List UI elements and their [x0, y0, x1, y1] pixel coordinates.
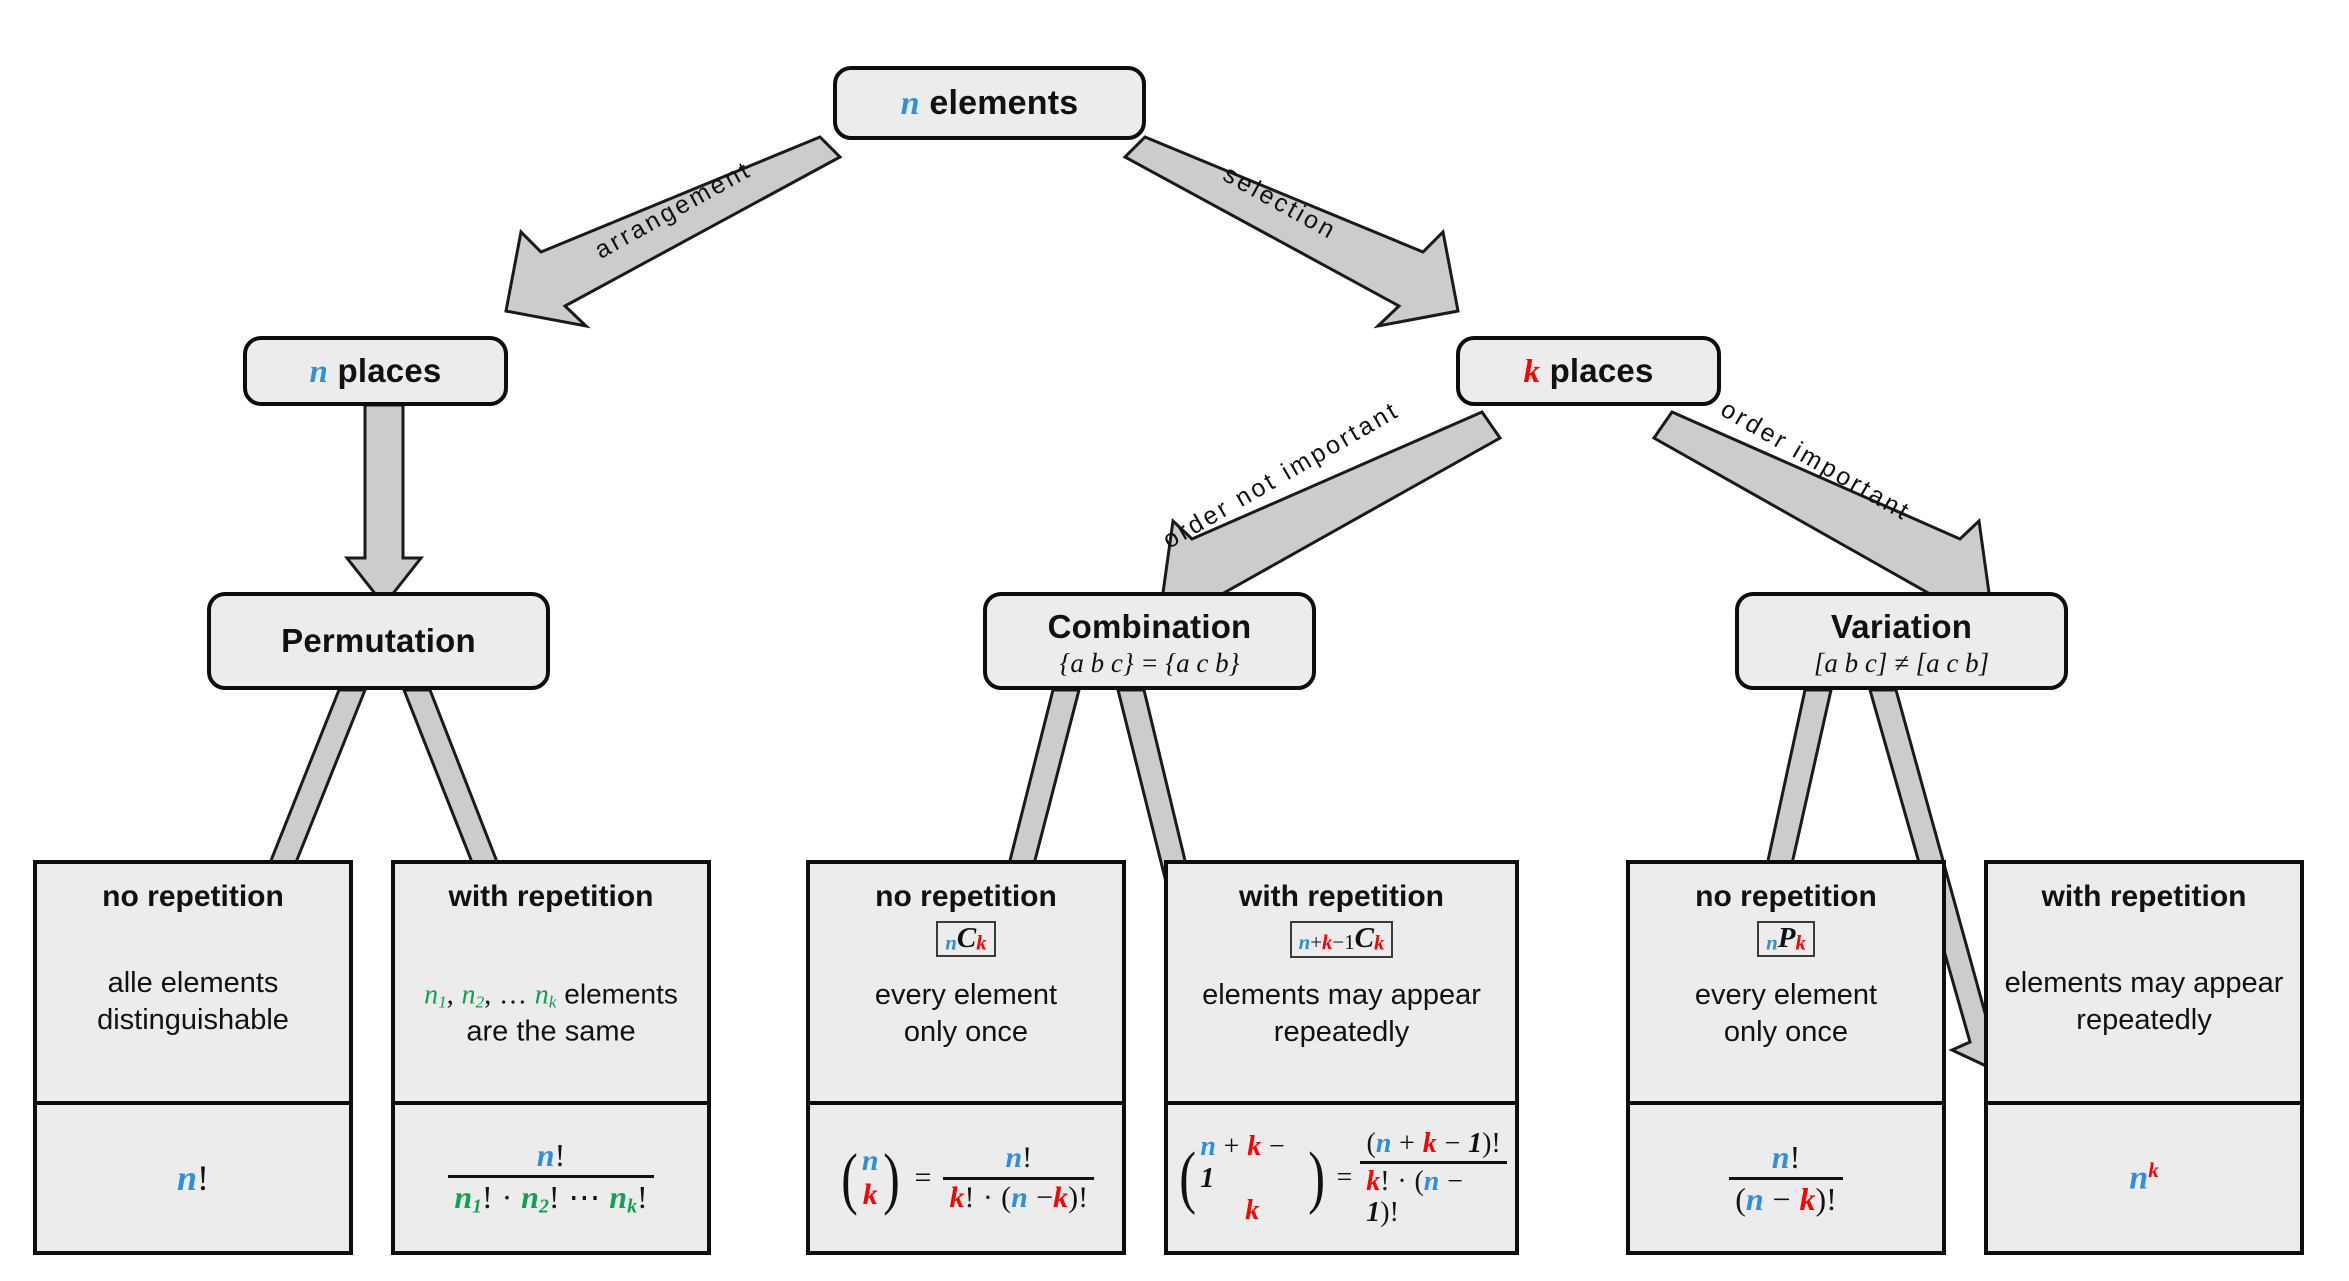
leaf-5-head: no repetition [1695, 880, 1877, 913]
leaf-box-2[interactable]: with repetition n1, n2, … nk elements ar… [391, 860, 711, 1255]
arrow-n-places-to-permutation [343, 403, 425, 608]
leaf-2-desc-line2: are the same [466, 1015, 636, 1048]
node-k-places[interactable]: k places [1456, 336, 1721, 406]
leaf-box-3[interactable]: no repetition nCk every element only onc… [806, 860, 1126, 1255]
leaf-6-formula: nk [2129, 1158, 2159, 1197]
leaf-1-desc-line1: alle elements [107, 967, 279, 1000]
n-places-variable: n [309, 353, 329, 390]
node-n-elements[interactable]: n elements [833, 66, 1146, 140]
leaf-4-formula: ( n + k − 1 k ) = (n + k − 1)! k! · ( [1168, 1105, 1515, 1251]
leaf-1-desc-line2: distinguishable [97, 1003, 289, 1036]
leaf-box-5[interactable]: no repetition nPk every element only onc… [1626, 860, 1946, 1255]
leaf-2-desc-line1: n1, n2, … nk elements [424, 978, 678, 1012]
leaf-box-4[interactable]: with repetition n+k−1Ck elements may app… [1164, 860, 1519, 1255]
leaf-4-top: with repetition n+k−1Ck elements may app… [1168, 864, 1515, 1105]
leaf-5-formula: n! (n − k)! [1630, 1105, 1942, 1251]
variation-note: [a b c] ≠ [a c b] [1813, 647, 1990, 678]
leaf-5-desc-line2: only once [1723, 1015, 1849, 1048]
root-label: elements [929, 83, 1079, 122]
leaf-box-6[interactable]: with repetition elements may appear repe… [1984, 860, 2304, 1255]
leaf-1-head: no repetition [102, 880, 284, 913]
combination-note: {a b c} = {a c b} [1059, 647, 1240, 678]
formula-factorial: ! [197, 1158, 210, 1198]
variation-title: Variation [1830, 607, 1973, 645]
leaf-3-symbol-nCk: nCk [936, 920, 996, 957]
arrow-order-important [1651, 410, 1992, 615]
arrow-selection [1122, 135, 1460, 329]
formula-n: n [176, 1158, 198, 1198]
leaf-5-description: every element only once [1630, 977, 1942, 1050]
node-variation[interactable]: Variation [a b c] ≠ [a c b] [1735, 592, 2068, 690]
k-places-variable: k [1523, 353, 1541, 390]
leaf-3-top: no repetition nCk every element only onc… [810, 864, 1122, 1105]
leaf-5-desc-line1: every element [1694, 979, 1878, 1012]
leaf-6-head: with repetition [2041, 880, 2247, 913]
node-combination[interactable]: Combination {a b c} = {a c b} [983, 592, 1316, 690]
leaf-1-top: no repetition alle elements distinguisha… [37, 864, 349, 1105]
combination-title: Combination [1047, 607, 1252, 645]
leaf-1-description: alle elements distinguishable [37, 965, 349, 1038]
leaf-2-formula: n! n1! · n2! ⋯ nk! [395, 1105, 707, 1251]
leaf-3-formula: ( n k ) = n! k! · (n −k)! [810, 1105, 1122, 1251]
leaf-3-desc-line2: only once [903, 1015, 1029, 1048]
leaf-4-desc-line1: elements may appear [1202, 979, 1481, 1012]
leaf-1-formula: n! [37, 1105, 349, 1251]
leaf-4-symbol-npkm1Ck: n+k−1Ck [1289, 920, 1394, 958]
arrow-arrangement [504, 135, 843, 329]
leaf-5-top: no repetition nPk every element only onc… [1630, 864, 1942, 1105]
leaf-box-1[interactable]: no repetition alle elements distinguisha… [33, 860, 353, 1255]
leaf-6-desc-line1: elements may appear [2004, 967, 2284, 1000]
node-n-places[interactable]: n places [243, 336, 508, 406]
leaf-2-elements-word: elements [564, 978, 678, 1010]
permutation-title: Permutation [281, 622, 476, 659]
leaf-6-description: elements may appear repeatedly [1988, 965, 2300, 1038]
leaf-4-description: elements may appear repeatedly [1168, 977, 1515, 1050]
root-variable: n [900, 84, 920, 122]
node-permutation[interactable]: Permutation [207, 592, 550, 690]
leaf-6-desc-line2: repeatedly [2076, 1003, 2212, 1036]
leaf-2-top: with repetition n1, n2, … nk elements ar… [395, 864, 707, 1105]
n-places-label: places [337, 351, 442, 389]
leaf-6-top: with repetition elements may appear repe… [1988, 864, 2300, 1105]
leaf-2-description: n1, n2, … nk elements are the same [395, 977, 707, 1050]
leaf-3-description: every element only once [810, 977, 1122, 1050]
leaf-4-head: with repetition [1239, 880, 1444, 913]
leaf-5-symbol-nPk: nPk [1757, 920, 1815, 957]
leaf-2-head: with repetition [448, 880, 654, 913]
k-places-label: places [1549, 351, 1654, 389]
leaf-4-desc-line2: repeatedly [1273, 1015, 1410, 1048]
leaf-3-desc-line1: every element [874, 979, 1058, 1012]
leaf-3-head: no repetition [875, 880, 1057, 913]
